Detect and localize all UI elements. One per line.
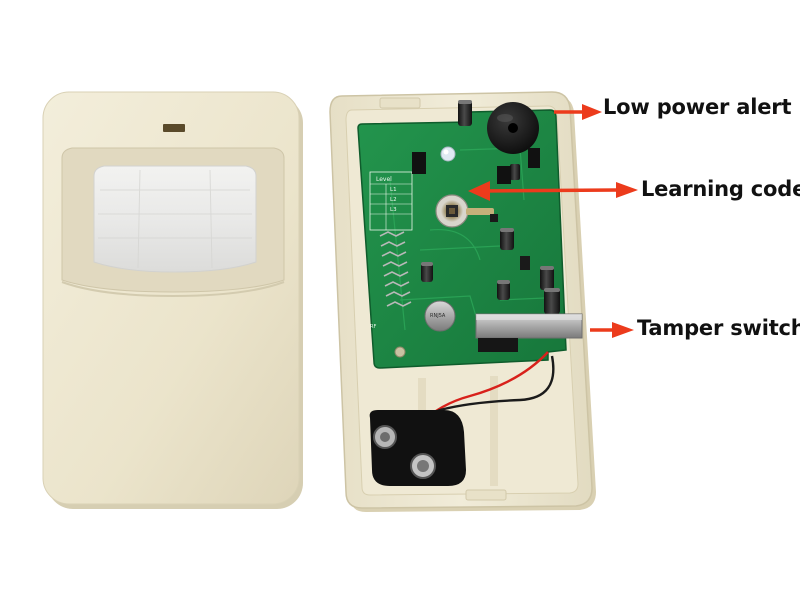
tamper-switch <box>475 313 583 352</box>
fresnel-lens <box>93 165 257 273</box>
low-power-arrow <box>554 104 602 120</box>
level-table: Level L1 L2 L3 <box>369 171 413 231</box>
callout-arrows <box>468 104 638 338</box>
learning-code-arrow <box>468 181 638 201</box>
pcb-l2-label: L2 <box>390 197 397 203</box>
tamper-switch-arrow <box>590 322 634 338</box>
learning-code-label: Learning code <box>641 177 800 201</box>
battery-snap <box>369 410 466 486</box>
pin-header <box>379 231 412 307</box>
pcb-component-label: RNJ5A <box>430 313 446 319</box>
pcb-level-label: Level <box>376 176 392 183</box>
closed-detector <box>42 91 303 509</box>
pcb-l3-label: L3 <box>390 207 397 213</box>
pir-sensor <box>435 194 494 228</box>
led <box>440 146 456 162</box>
led-window <box>163 124 185 132</box>
tamper-switch-label: Tamper switch <box>637 316 800 340</box>
pcb-l1-label: L1 <box>390 187 397 193</box>
open-housing: Level L1 L2 L3 RF <box>329 91 596 512</box>
buzzer <box>487 102 539 154</box>
capacitors <box>421 100 560 314</box>
component-can: RNJ5A <box>424 214 530 332</box>
pcb-rf-label: RF <box>370 324 376 330</box>
low-power-alert-label: Low power alert <box>603 95 792 119</box>
jumpers <box>412 148 540 184</box>
